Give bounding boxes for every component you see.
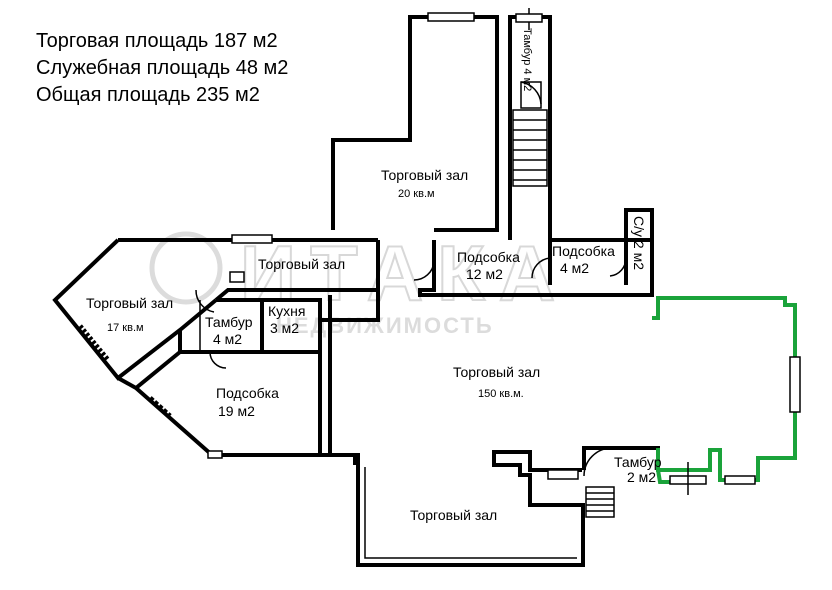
kitchen-name: Кухня [268, 303, 305, 319]
storage19-name: Подсобка [216, 385, 279, 401]
vestibule-left-name: Тамбур [205, 314, 253, 330]
wc-door-arc [609, 257, 627, 277]
left-hall-door-arc [195, 289, 215, 313]
left-hall-name: Торговый зал [86, 295, 173, 311]
vestibule-door-arc [209, 351, 227, 369]
top-right-window [515, 13, 543, 23]
area-summary: Торговая площадь 187 м2 Служебная площад… [36, 28, 288, 109]
storage4-door-arc [531, 257, 551, 279]
storage12-name: Подсобка [457, 249, 520, 265]
main-hall-area: 150 кв.м. [478, 388, 524, 400]
storage19-window [148, 396, 172, 418]
wc-label: С/у 2 м2 [631, 216, 647, 270]
green-window-2 [724, 475, 756, 485]
corridor-window [231, 234, 273, 244]
top-hall-area: 20 кв.м [398, 188, 435, 200]
main-hall-name: Торговый зал [453, 364, 540, 380]
storage-strip-walls [418, 208, 654, 297]
vestibule-bottom-area: 2 м2 [627, 469, 656, 485]
green-wall [652, 296, 797, 482]
top-hall-name: Торговый зал [381, 167, 468, 183]
storage19-inner-wall [134, 350, 182, 390]
total-area-text: Общая площадь 235 м2 [36, 84, 260, 106]
storage4-area: 4 м2 [560, 260, 589, 276]
service-area-text: Служебная площадь 48 м2 [36, 57, 289, 79]
watermark: ИТАКА НЕДВИЖИМОСТЬ [149, 228, 569, 338]
vestibule-left-area: 4 м2 [213, 331, 242, 347]
bottom-hall-name: Торговый зал [410, 507, 497, 523]
storage12-area: 12 м2 [466, 266, 503, 282]
corridor-stub [229, 271, 245, 283]
top-vestibule-label: Тамбур 4 м2 [521, 28, 533, 91]
bottom-window [547, 469, 579, 480]
corridor-walls [214, 240, 380, 302]
retail-area-text: Торговая площадь 187 м2 [36, 30, 278, 52]
top-hall-walls [331, 15, 499, 232]
right-window [789, 356, 801, 413]
left-hall-diag-window [78, 324, 110, 362]
stairs-top [512, 109, 548, 187]
storage4-name: Подсобка [552, 243, 615, 259]
corridor-hall-name: Торговый зал [258, 256, 345, 272]
vestibule-bottom-name: Тамбур [614, 454, 662, 470]
watermark-tagline: НЕДВИЖИМОСТЬ [276, 313, 494, 338]
storage19-area: 19 м2 [218, 403, 255, 419]
storage19-bottom-window [207, 450, 223, 459]
bottom-hall-walls [330, 450, 585, 567]
bottom-hall-inner [364, 467, 577, 559]
watermark-brand: ИТАКА [240, 229, 569, 317]
top-window [427, 12, 475, 22]
kitchen-area: 3 м2 [270, 320, 299, 336]
stairs-bottom [585, 486, 615, 518]
top-door-arc [520, 81, 542, 105]
vestibule-bottom-door-arc [583, 447, 613, 477]
watermark-logo-icon [149, 231, 223, 305]
left-hall-area: 17 кв.м [107, 322, 144, 334]
